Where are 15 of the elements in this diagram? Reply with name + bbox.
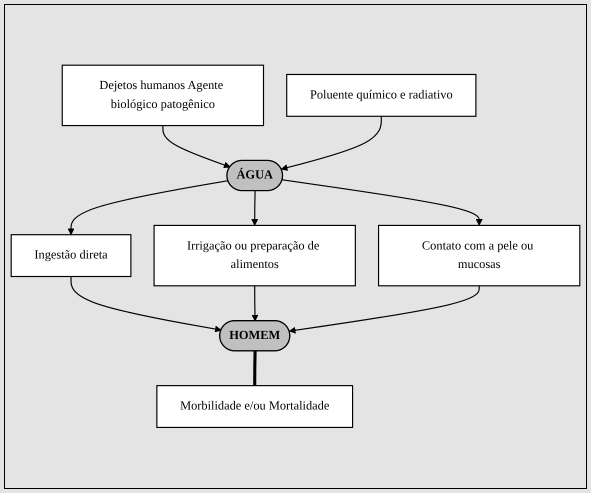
connector (253, 351, 257, 386)
arrow (162, 126, 230, 168)
node-box: Poluente químico e radiativo (286, 74, 476, 118)
arrow (282, 179, 483, 226)
arrow (281, 116, 382, 172)
arrow (252, 286, 258, 322)
arrow (251, 191, 258, 226)
node-box: Dejetos humanos Agente biológico patogênico (62, 64, 264, 126)
node-box: Contato com a pele ou mucosas (378, 225, 580, 287)
arrow (288, 286, 480, 334)
node-box: Ingestão direta (10, 234, 132, 278)
arrow (70, 276, 222, 333)
node-box: Irrigação ou preparação de alimentos (154, 225, 356, 287)
node-box: Morbilidade e/ou Mortalidade (156, 385, 354, 428)
arrow (68, 180, 228, 236)
